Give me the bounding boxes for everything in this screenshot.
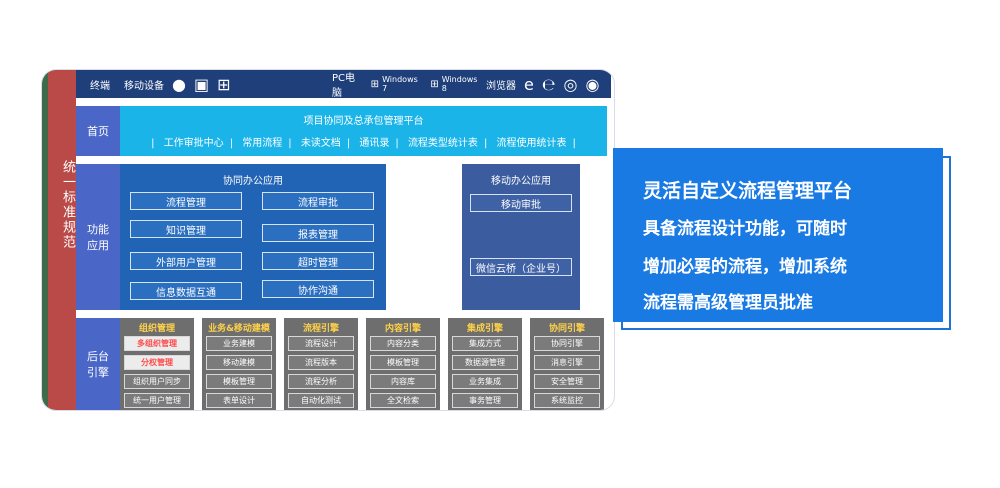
mobile-devices-label: 移动设备 xyxy=(124,80,164,92)
mobile-devices-group: 移动设备 ● ▣ ⊞ xyxy=(124,70,314,98)
callout-card: 灵活自定义流程管理平台 具备流程设计功能，可随时 增加必要的流程，增加系统 流程… xyxy=(613,148,943,322)
engine-item[interactable]: 模板管理 xyxy=(206,374,272,389)
home-link[interactable]: 流程类型统计表 xyxy=(407,138,478,149)
engine-item[interactable]: 流程版本 xyxy=(288,355,354,370)
engine-item[interactable]: 消息引擎 xyxy=(534,355,600,370)
browser-group: 浏览器 e ℮ ◎ ◉ xyxy=(486,70,611,98)
engine-item[interactable]: 系统监控 xyxy=(534,393,600,408)
chrome-icon: ◉ xyxy=(585,74,600,94)
terminal-row: 终端 移动设备 ● ▣ ⊞ PC电脑 ⊞ Windows 7 ⊞ Windows… xyxy=(76,70,611,99)
report-management-button[interactable]: 报表管理 xyxy=(262,224,374,242)
functions-row-label: 功能 应用 xyxy=(76,164,120,310)
safari-icon: ◎ xyxy=(563,74,578,94)
engine-title: 集成引擎 xyxy=(466,324,503,334)
callout-title: 灵活自定义流程管理平台 xyxy=(643,180,853,202)
windows-icon: ⊞ xyxy=(217,74,231,94)
engine-item[interactable]: 模板管理 xyxy=(370,355,436,370)
architecture-diagram: 统一标准规范 终端 移动设备 ● ▣ ⊞ PC电脑 ⊞ Windows 7 ⊞ … xyxy=(42,70,614,410)
engine-column: 集成引擎 集成方式 数据源管理 业务集成 事务管理 xyxy=(448,318,522,410)
engine-item[interactable]: 集成方式 xyxy=(452,336,518,351)
engine-title: 业务&移动建模 xyxy=(208,324,270,334)
callout-line: 流程需高级管理员批准 xyxy=(643,293,813,313)
engine-item[interactable]: 协同引擎 xyxy=(534,336,600,351)
mobile-approval-button[interactable]: 移动审批 xyxy=(470,194,572,212)
home-row-label: 首页 xyxy=(76,106,120,156)
windows8-label: Windows 8 xyxy=(441,75,478,93)
engine-column: 业务&移动建模 业务建模 移动建模 模板管理 表单设计 xyxy=(202,318,276,410)
left-edge-strip xyxy=(42,70,48,410)
engine-item[interactable]: 移动建模 xyxy=(206,355,272,370)
process-approval-button[interactable]: 流程审批 xyxy=(262,192,374,210)
engine-item[interactable]: 全文检索 xyxy=(370,393,436,408)
pc-label: PC电脑 xyxy=(332,73,356,99)
engine-item[interactable]: 组织用户同步 xyxy=(124,374,190,389)
mobile-apps-title: 移动办公应用 xyxy=(491,176,551,187)
home-links: | 工作审批中心| 常用流程| 未读文档| 通讯录| 流程类型统计表| 流程使用… xyxy=(151,138,576,149)
engine-item[interactable]: 内容分类 xyxy=(370,336,436,351)
engine-item[interactable]: 业务建模 xyxy=(206,336,272,351)
engine-title: 流程引擎 xyxy=(302,324,339,334)
mobile-apps-panel: 移动办公应用 移动审批 微信云桥（企业号） xyxy=(462,164,580,310)
engines-grid: 组织管理 多组织管理 分权管理 组织用户同步 统一用户管理 业务&移动建模 业务… xyxy=(120,318,610,410)
knowledge-management-button[interactable]: 知识管理 xyxy=(130,220,242,238)
engine-item[interactable]: 多组织管理 xyxy=(124,336,190,351)
engine-column: 流程引擎 流程设计 流程版本 流程分析 自动化测试 xyxy=(284,318,358,410)
engine-item[interactable]: 安全管理 xyxy=(534,374,600,389)
standards-label: 统一标准规范 xyxy=(60,160,75,250)
engine-column: 协同引擎 协同引擎 消息引擎 安全管理 系统监控 xyxy=(530,318,604,410)
callout-line: 增加必要的流程，增加系统 xyxy=(643,257,847,277)
home-link[interactable]: 未读文档 xyxy=(300,138,341,149)
engine-column: 组织管理 多组织管理 分权管理 组织用户同步 统一用户管理 xyxy=(120,318,194,410)
platform-title: 项目协同及总承包管理平台 xyxy=(303,116,424,127)
android-icon: ▣ xyxy=(193,74,210,94)
wechat-bridge-button[interactable]: 微信云桥（企业号） xyxy=(470,258,572,276)
engine-item[interactable]: 业务集成 xyxy=(452,374,518,389)
home-link[interactable]: 流程使用统计表 xyxy=(496,138,567,149)
engine-title: 内容引擎 xyxy=(384,324,421,334)
standards-sidebar: 统一标准规范 xyxy=(48,70,76,410)
engine-item[interactable]: 事务管理 xyxy=(452,393,518,408)
home-banner: 项目协同及总承包管理平台 | 工作审批中心| 常用流程| 未读文档| 通讯录| … xyxy=(120,106,607,156)
collaboration-button[interactable]: 协作沟通 xyxy=(262,280,374,298)
engine-item[interactable]: 统一用户管理 xyxy=(124,393,190,408)
engine-item[interactable]: 表单设计 xyxy=(206,393,272,408)
engine-item[interactable]: 自动化测试 xyxy=(288,393,354,408)
windows7-label: Windows 7 xyxy=(382,75,418,93)
engine-item[interactable]: 流程分析 xyxy=(288,374,354,389)
windows8-icon: ⊞ xyxy=(430,78,439,90)
office-apps-panel: 协同办公应用 流程管理 流程审批 知识管理 报表管理 外部用户管理 超时管理 信… xyxy=(120,164,386,310)
engine-title: 协同引擎 xyxy=(548,324,585,334)
engine-item[interactable]: 分权管理 xyxy=(124,355,190,370)
apple-icon: ● xyxy=(172,74,186,94)
engine-title: 组织管理 xyxy=(138,324,175,334)
home-link[interactable]: 工作审批中心 xyxy=(163,138,224,149)
data-interop-button[interactable]: 信息数据互通 xyxy=(130,282,242,300)
feature-callout: 灵活自定义流程管理平台 具备流程设计功能，可随时 增加必要的流程，增加系统 流程… xyxy=(613,148,951,330)
engine-column: 内容引擎 内容分类 模板管理 内容库 全文检索 xyxy=(366,318,440,410)
office-apps-title: 协同办公应用 xyxy=(223,176,283,187)
engine-item[interactable]: 内容库 xyxy=(370,374,436,389)
ie-icon: e xyxy=(524,74,534,94)
pc-group: PC电脑 ⊞ Windows 7 ⊞ Windows 8 xyxy=(332,70,482,99)
engines-row-label: 后台 引擎 xyxy=(76,318,120,410)
browser-label: 浏览器 xyxy=(486,80,516,92)
windows7-icon: ⊞ xyxy=(370,78,380,90)
edge-icon: ℮ xyxy=(541,74,556,94)
terminal-label: 终端 xyxy=(90,80,110,92)
timeout-management-button[interactable]: 超时管理 xyxy=(262,252,374,270)
engine-item[interactable]: 数据源管理 xyxy=(452,355,518,370)
process-management-button[interactable]: 流程管理 xyxy=(130,192,242,210)
engine-item[interactable]: 流程设计 xyxy=(288,336,354,351)
home-link[interactable]: 常用流程 xyxy=(242,138,283,149)
callout-line: 具备流程设计功能，可随时 xyxy=(643,219,847,239)
home-link[interactable]: 通讯录 xyxy=(359,138,390,149)
external-user-management-button[interactable]: 外部用户管理 xyxy=(130,252,242,270)
